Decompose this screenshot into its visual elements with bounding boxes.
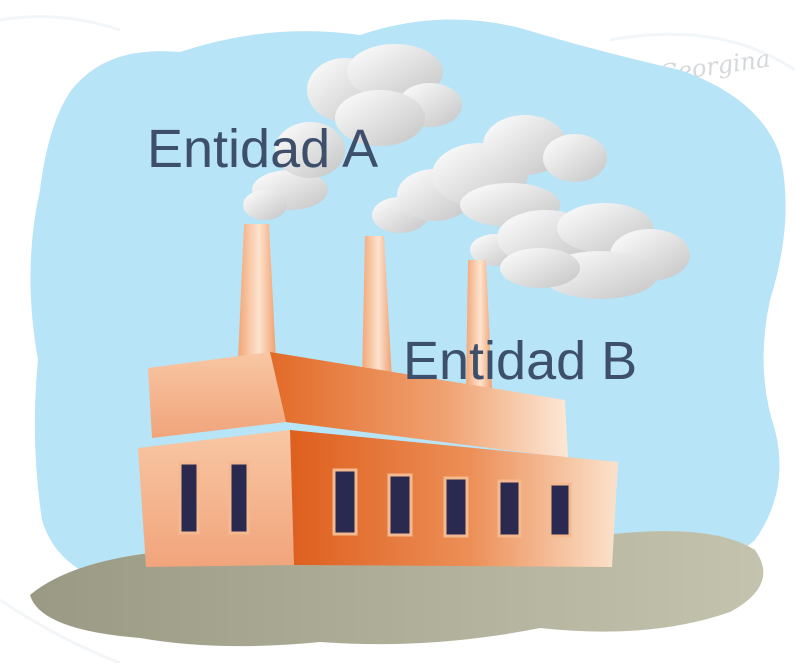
window-4 <box>387 473 413 537</box>
chimney-1 <box>238 224 276 360</box>
windows <box>178 461 572 538</box>
entity-b-label: Entidad B <box>403 331 638 391</box>
smoke-cloud-right <box>470 203 690 299</box>
smoke-clouds <box>243 44 690 299</box>
chimney-3 <box>466 260 492 390</box>
chimney-2 <box>362 236 392 380</box>
lower-block-left <box>138 430 294 567</box>
smoke-cloud-left <box>243 44 462 220</box>
window-7 <box>548 482 572 538</box>
window-5 <box>443 476 469 538</box>
smoke-cloud-middle <box>372 115 607 233</box>
window-2 <box>228 461 250 535</box>
chimneys <box>238 224 492 390</box>
entity-a-label: Entidad A <box>147 119 379 179</box>
window-1 <box>178 461 200 535</box>
upper-block-left <box>148 352 286 438</box>
window-6 <box>497 479 522 538</box>
window-3 <box>332 468 358 536</box>
background-decoration <box>0 15 795 663</box>
upper-block-front <box>270 352 568 458</box>
